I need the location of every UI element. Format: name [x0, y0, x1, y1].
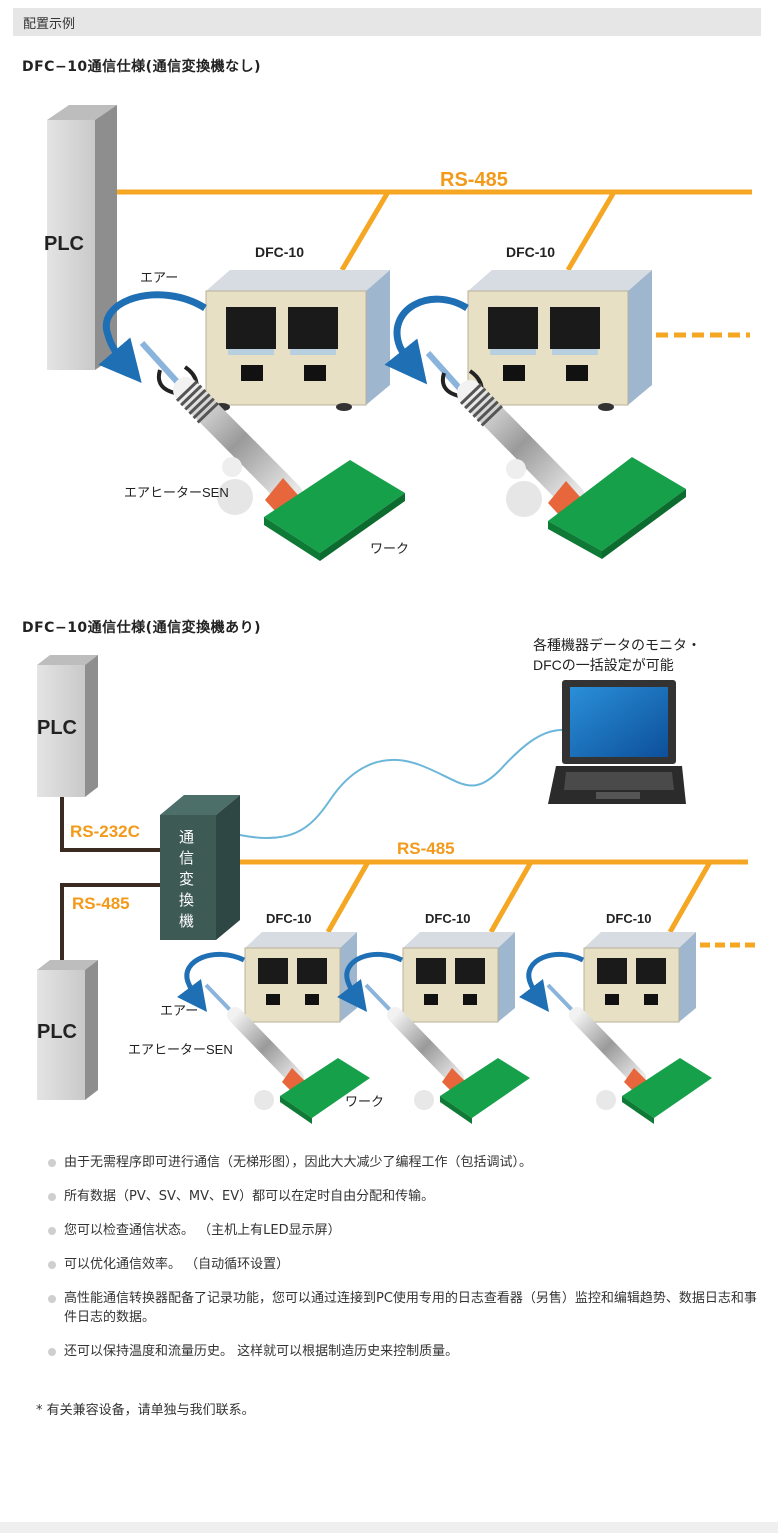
diagram1-system: PLC RS-485 DFC-10 エアー エアヒーターSEN ワーク — [44, 105, 752, 561]
work-board — [440, 1058, 530, 1118]
compatibility-note: * 有关兼容设备，请单独与我们联系。 — [36, 1403, 255, 1418]
feature-item: 所有数据（PV、SV、MV、EV）都可以在定时自由分配和传输。 — [48, 1187, 758, 1206]
rs232c-cable — [60, 797, 160, 852]
work-board — [264, 460, 405, 553]
unit-label: DFC-10 — [606, 911, 652, 926]
rs232c-label: RS-232C — [70, 822, 140, 841]
converter-char: 信 — [179, 850, 194, 867]
section-header: 配置示例 — [13, 8, 761, 36]
drop-line-2 — [565, 190, 617, 272]
dfc10-unit: DFC-10 — [244, 911, 357, 1023]
converter-char: 通 — [179, 829, 194, 846]
drop-line — [488, 860, 534, 934]
rs485-cable — [60, 883, 160, 960]
plc-label: PLC — [44, 233, 84, 255]
heater-label: エアヒーターSEN — [128, 1042, 233, 1057]
feature-item: 高性能通信转换器配备了记录功能，您可以通过连接到PC使用专用的日志查看器（另售）… — [48, 1289, 758, 1327]
plc-pillar: PLC — [37, 655, 98, 797]
work-label: ワーク — [345, 1094, 384, 1109]
feature-item: 可以优化通信效率。 （自动循环设置） — [48, 1255, 758, 1274]
plc-pillar: PLC — [44, 105, 117, 370]
converter-char: 変 — [179, 871, 194, 888]
air-label: エアー — [140, 270, 178, 285]
monitor-text-line2: DFCの一括設定が可能 — [533, 657, 674, 673]
dfc10-unit: DFC-10 — [402, 911, 515, 1023]
work-label: ワーク — [370, 541, 409, 556]
plc-label: PLC — [37, 1021, 77, 1043]
rs485-label: RS-485 — [440, 169, 508, 191]
converter-char: 機 — [179, 913, 194, 930]
rs485-left-label: RS-485 — [72, 894, 130, 913]
work-board — [280, 1058, 370, 1118]
heater-label: エアヒーターSEN — [124, 485, 229, 500]
air-heater-pen — [204, 983, 306, 1110]
communication-converter: 通 信 変 換 機 — [160, 795, 240, 940]
usb-cable — [239, 729, 563, 840]
diagram1-title: DFC−10通信仕様(通信変換機なし) — [22, 59, 261, 75]
air-arrow — [519, 951, 585, 1013]
work-board — [622, 1058, 712, 1118]
unit-label: DFC-10 — [255, 244, 304, 260]
unit-label: DFC-10 — [425, 911, 471, 926]
air-heater-pen — [364, 983, 466, 1110]
air-arrow — [177, 951, 246, 1013]
unit-label: DFC-10 — [266, 911, 312, 926]
feature-list: 由于无需程序即可进行通信（无梯形图），因此大大减少了编程工作（包括调试）。 所有… — [48, 1153, 758, 1376]
plc-pillar: PLC — [37, 960, 98, 1100]
plc-label: PLC — [37, 717, 77, 739]
air-heater-pen — [425, 350, 588, 528]
diagram2-system: 各種機器データのモニタ・ DFCの一括設定が可能 PLC PLC RS-232C… — [37, 637, 760, 1124]
dfc10-unit: DFC-10 — [205, 244, 390, 411]
work-board — [548, 457, 686, 551]
feature-item: 还可以保持温度和流量历史。 这样就可以根据制造历史来控制质量。 — [48, 1342, 758, 1361]
rs485-label: RS-485 — [397, 839, 455, 858]
dfc10-unit: DFC-10 — [583, 911, 696, 1023]
dfc10-unit: DFC-10 — [467, 244, 652, 411]
feature-item: 您可以检查通信状态。 （主机上有LED显示屏） — [48, 1221, 758, 1240]
air-label: エアー — [160, 1003, 198, 1018]
drop-line-1 — [339, 190, 391, 272]
converter-char: 換 — [179, 892, 194, 909]
unit-label: DFC-10 — [506, 244, 555, 260]
footer-bar — [0, 1522, 778, 1533]
air-arrow — [337, 951, 404, 1013]
laptop-pc — [548, 680, 686, 804]
feature-item: 由于无需程序即可进行通信（无梯形图），因此大大减少了编程工作（包括调试）。 — [48, 1153, 758, 1172]
air-arrow — [98, 291, 207, 383]
diagram2-title: DFC−10通信仕様(通信変換機あり) — [22, 620, 261, 636]
section-title: 配置示例 — [23, 17, 76, 32]
monitor-text-line1: 各種機器データのモニタ・ — [533, 637, 701, 653]
drop-line — [667, 860, 713, 934]
drop-line — [325, 860, 371, 934]
air-arrow — [384, 295, 469, 385]
